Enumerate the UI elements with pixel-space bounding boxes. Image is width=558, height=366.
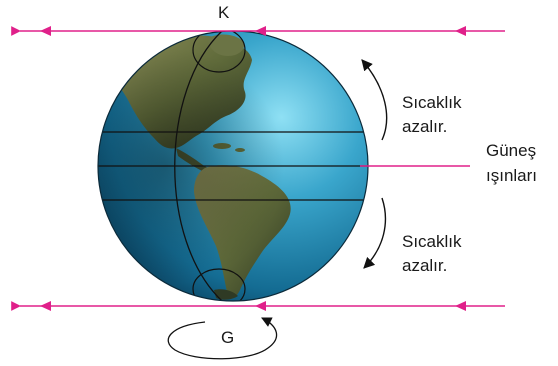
sun-rays-label-line2: ışınları: [486, 166, 538, 185]
globe: [97, 30, 369, 302]
south-pole-label: G: [221, 328, 235, 347]
rotation-arrow: [167, 317, 278, 360]
sun-rays-label-line1: Güneş: [486, 141, 537, 160]
lower-temperature-note-line1: Sıcaklık: [402, 232, 462, 251]
lower-temperature-note-line2: azalır.: [402, 256, 448, 275]
meridian-line: [174, 31, 223, 301]
north-pole-label: K: [218, 3, 230, 22]
upper-temperature-note-line1: Sıcaklık: [402, 93, 462, 112]
sun-rays: [11, 26, 505, 311]
upper-temperature-note-line2: azalır.: [402, 117, 448, 136]
south-polar-circle: [192, 268, 246, 301]
upper-curved-arrow: [361, 59, 388, 141]
north-polar-circle: [192, 31, 246, 73]
lower-curved-arrow: [363, 197, 387, 269]
